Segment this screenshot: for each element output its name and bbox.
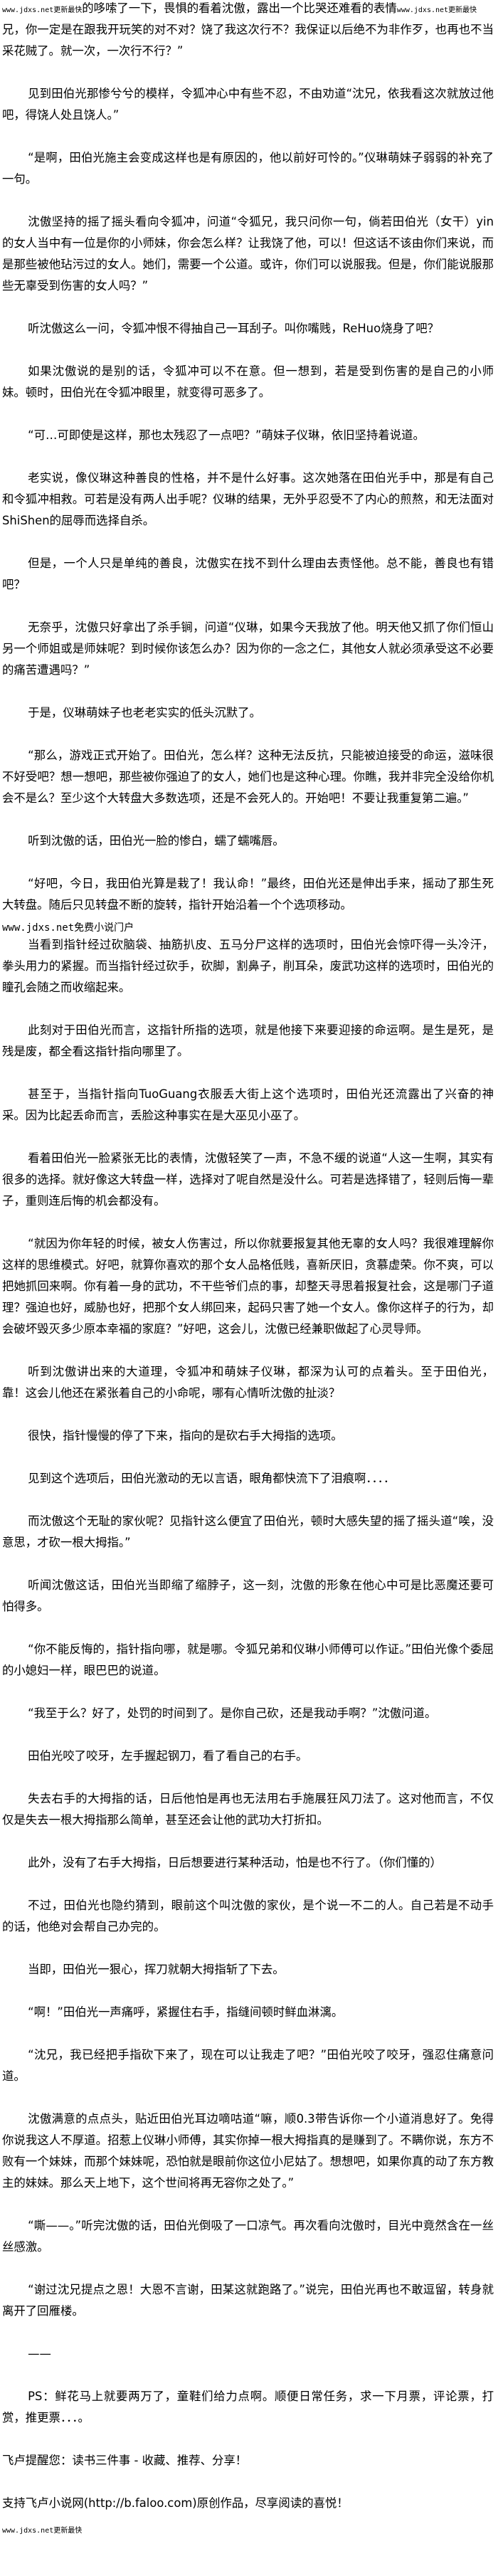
- paragraph: 当看到指针经过砍脑袋、抽筋扒皮、五马分尸这样的选项时，田伯光会惊吓得一头冷汗，拳…: [2, 938, 494, 994]
- first-line: www.jdxs.net更新最快的哆嗦了一下，畏惧的看着沈傲，露出一个比哭还难看…: [2, 0, 494, 19]
- paragraph: 听到沈傲讲出来的大道理，令狐冲和萌妹子仪琳，都深为认可的点着头。至于田伯光，靠！…: [2, 1365, 494, 1400]
- paragraph: 如果沈傲说的是别的话，令狐冲可以不在意。但一想到，若是受到伤害的是自己的小师妹。…: [2, 364, 494, 399]
- paragraph: 当即，田伯光一狠心，挥刀就朝大拇指斩了下去。: [28, 1963, 285, 1976]
- first-line-text: 的哆嗦了一下，畏惧的看着沈傲，露出一个比哭还难看的表情: [82, 1, 397, 15]
- paragraph: 兄，你一定是在跟我开玩笑的对不对？饶了我这次行不？我保证以后绝不为非作歹，也再也…: [2, 23, 494, 58]
- paragraph: “你不能反悔的，指针指向哪，就是哪。令狐兄弟和仪琳小师傅可以作证。”田伯光像个委…: [2, 1642, 494, 1677]
- paragraph: 但是，一个人只是单纯的善良，沈傲实在找不到什么理由去责怪他。总不能，善良也有错吧…: [2, 556, 494, 591]
- paragraph: 而沈傲这个无耻的家伙呢？见指针这么便宜了田伯光，顿时大感失望的摇了摇头道“唉，没…: [2, 1514, 494, 1549]
- paragraph: 见到田伯光那惨兮兮的模样，令狐冲心中有些不忍，不由劝道“沈兄，依我看这次就放过他…: [2, 87, 494, 122]
- watermark-top-left: www.jdxs.net更新最快: [2, 6, 83, 14]
- paragraph: “嘶——。”听完沈傲的话，田伯光倒吸了一口凉气。再次看向沈傲时，目光中竟然含在一…: [2, 2219, 494, 2254]
- watermark-top-right: www.jdxs.net更新最快: [396, 6, 477, 14]
- paragraph: 此外，没有了右手大拇指，日后想要进行某种活动，怕是也不行了。（你们懂的）: [28, 1856, 442, 1869]
- paragraph: 听沈傲这么一问，令狐冲恨不得抽自己一耳刮子。叫你嘴贱，ReHuo烧身了吧？: [28, 322, 440, 335]
- paragraph: 看着田伯光一脸紧张无比的表情，沈傲轻笑了一声，不急不缓的说道“人这一生啊，其实有…: [2, 1151, 494, 1208]
- paragraph: 老实说，像仪琳这种善良的性格，并不是什么好事。这次她落在田伯光手中，那是有自己和…: [2, 471, 494, 527]
- paragraph: 很快，指针慢慢的停了下来，指向的是砍右手大拇指的选项。: [28, 1429, 343, 1442]
- paragraph: 田伯光咬了咬牙，左手握起钢刀，看了看自己的右手。: [28, 1749, 308, 1763]
- paragraph: 不过，田伯光也隐约猜到，眼前这个叫沈傲的家伙，是个说一不二的人。自己若是不动手的…: [2, 1899, 494, 1933]
- paragraph: 无奈乎，沈傲只好拿出了杀手锏，问道“仪琳，如果今天我放了他。明天他又抓了你们恒山…: [2, 621, 494, 677]
- watermark-bottom: www.jdxs.net更新最快: [2, 2527, 83, 2535]
- paragraph: 沈傲满意的点点头，贴近田伯光耳边嘀咕道“嘛，顺0.3带告诉你一个小道消息好了。免…: [2, 2112, 494, 2190]
- paragraph: 见到这个选项后，田伯光激动的无以言语，眼角都快流下了泪痕啊．．．．: [28, 1472, 396, 1485]
- paragraph: 此刻对于田伯光而言，这指针所指的选项，就是他接下来要迎接的命运啊。是生是死，是残…: [2, 1023, 494, 1058]
- paragraph: 于是，仪琳萌妹子也老老实实的低头沉默了。: [28, 706, 261, 719]
- watermark-mid: www.jdxs.net免费小说门户: [2, 922, 134, 934]
- footer-reminder: 飞卢提醒您：读书三件事 - 收藏、推荐、分享！: [2, 2454, 248, 2467]
- paragraph: 失去右手的大拇指的话，日后他怕是再也无法用右手施展狂风刀法了。这对他而言，不仅仅…: [2, 1792, 494, 1827]
- paragraph: 甚至于，当指针指向TuoGuang衣服丢大街上这个选项时，田伯光还流露出了兴奋的…: [2, 1087, 494, 1122]
- paragraph: “是啊，田伯光施主会变成这样也是有原因的，他以前好可怜的。”仪琳萌妹子弱弱的补充…: [2, 151, 494, 186]
- paragraph: “那么，游戏正式开始了。田伯光，怎么样？这种无法反抗，只能被迫接受的命运，滋味很…: [2, 749, 494, 805]
- paragraph: “可…可即使是这样，那也太残忍了一点吧？”萌妹子仪琳，依旧坚持着说道。: [28, 428, 425, 442]
- paragraph: “啊！”田伯光一声痛呼，紧握住右手，指缝间顿时鲜血淋漓。: [28, 2005, 344, 2019]
- paragraph: 沈傲坚持的摇了摇头看向令狐冲，问道“令狐兄，我只问你一句，倘若田伯光（女干）yi…: [2, 215, 494, 292]
- paragraph: PS：鲜花马上就要两万了，童鞋们给力点啊。顺便日常任务，求一下月票，评论票，打赏…: [2, 2390, 494, 2424]
- paragraph: “沈兄，我已经把手指砍下来了，现在可以让我走了吧？”田伯光咬了咬牙，强忍住痛意问…: [2, 2048, 494, 2083]
- footer-support-link[interactable]: 支持飞卢小说网(http://b.faloo.com)原创作品，尽享阅读的喜悦！: [2, 2496, 349, 2510]
- chapter-body: 兄，你一定是在跟我开玩笑的对不对？饶了我这次行不？我保证以后绝不为非作歹，也再也…: [2, 19, 494, 2429]
- paragraph: 听闻沈傲这话，田伯光当即缩了缩脖子，这一刻，沈傲的形象在他心中可是比恶魔还要可怕…: [2, 1578, 494, 1613]
- paragraph: ——: [28, 2347, 51, 2360]
- paragraph: “我至于么？好了，处罚的时间到了。是你自己砍，还是我动手啊？”沈傲问道。: [28, 1706, 437, 1720]
- paragraph: “谢过沈兄提点之恩！大恩不言谢，田某这就跑路了。”说完，田伯光再也不敢逗留，转身…: [2, 2283, 494, 2318]
- paragraph: “就因为你年轻的时候，被女人伤害过，所以你就要报复其他无辜的女人吗？我很难理解你…: [2, 1237, 494, 1336]
- paragraph: 听到沈傲的话，田伯光一脸的惨白，蠕了蠕嘴唇。: [28, 834, 285, 848]
- paragraph: “好吧，今日，我田伯光算是栽了！我认命！”最终，田伯光还是伸出手来，摇动了那生死…: [2, 877, 494, 912]
